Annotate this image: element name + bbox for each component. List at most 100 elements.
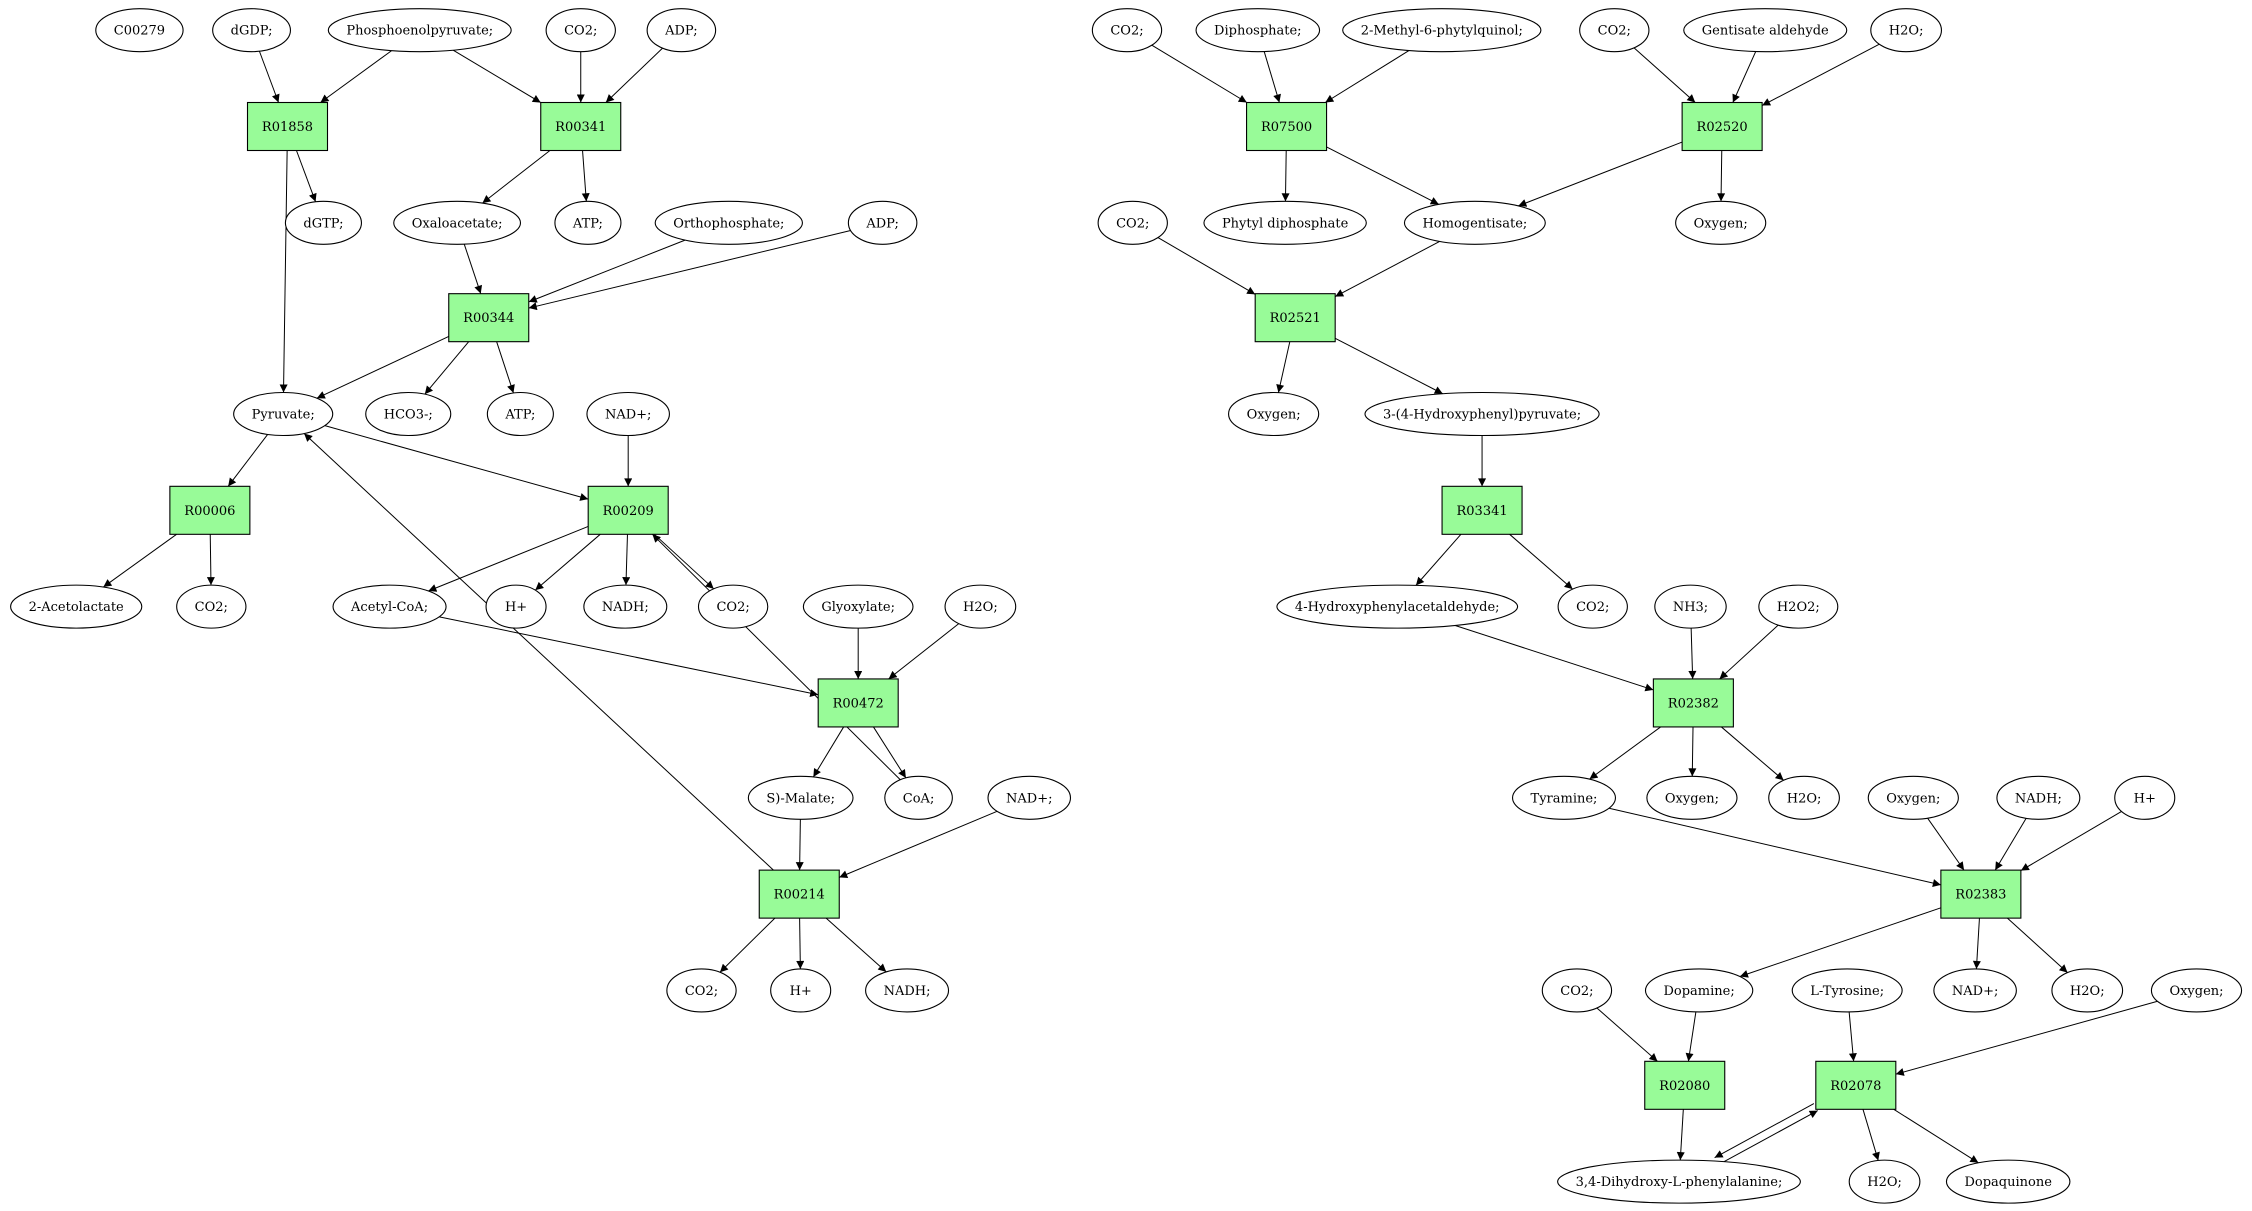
reaction-node: R07500 (1246, 101, 1328, 152)
edge-arrow (1518, 141, 1683, 207)
node-label: 2-Methyl-6-phytylquinol; (1361, 24, 1523, 39)
compound-ellipse (586, 391, 670, 437)
compound-ellipse (393, 200, 522, 245)
compound-ellipse (944, 584, 1017, 629)
reaction-node: R00472 (817, 678, 899, 728)
edge-arrow (528, 230, 851, 311)
edge-arrow (1589, 726, 1661, 780)
edge-arrow (496, 341, 515, 394)
compound-ellipse (1867, 775, 1959, 820)
node-label: HCO3-; (384, 408, 433, 423)
compound-node: Oxaloacetate; (393, 200, 522, 245)
compound-ellipse (365, 391, 452, 437)
compound-node: 2-Acetolactate (10, 584, 143, 629)
node-label: Oxygen; (1694, 216, 1748, 231)
compound-ellipse (485, 584, 547, 629)
node-label: Dopamine; (1663, 984, 1734, 999)
compound-node: 4-Hydroxyphenylacetaldehyde; (1276, 584, 1519, 629)
compound-ellipse (987, 775, 1072, 820)
compound-ellipse (802, 584, 914, 629)
compound-node: S)-Malate; (747, 775, 854, 820)
edge-arrow (888, 623, 960, 680)
compound-node: Tyramine; (1511, 775, 1617, 820)
compound-node: Dopaquinone (1945, 1159, 2071, 1204)
edge-arrow (2020, 811, 2122, 872)
edge-arrow (1994, 818, 2027, 871)
compound-node: NADH; (865, 968, 950, 1013)
edge-arrow (839, 810, 998, 878)
edge-arrow (1688, 726, 1697, 777)
compound-ellipse (2150, 968, 2243, 1013)
edge-arrow (1633, 47, 1696, 103)
compound-ellipse (486, 391, 554, 437)
compound-ellipse (884, 775, 953, 820)
node-label: Oxaloacetate; (412, 216, 503, 231)
edge-arrow (795, 819, 804, 871)
edge-arrow (463, 244, 483, 294)
edge-arrow (1717, 150, 1726, 202)
node-label: CoA; (903, 791, 935, 806)
edge-arrow (1761, 43, 1880, 107)
node-label: CO2; (1116, 216, 1149, 231)
compound-ellipse (1511, 775, 1617, 820)
reaction-box (758, 869, 840, 919)
edge-arrow (452, 49, 542, 104)
compound-node: Dopamine; (1644, 968, 1754, 1013)
node-label: R00006 (184, 504, 235, 519)
edge-arrow (1326, 146, 1440, 205)
node-label: Orthophosphate; (673, 216, 784, 231)
compound-node: CoA; (884, 775, 953, 820)
reaction-node: R01858 (246, 101, 329, 152)
edge-arrow (1509, 533, 1573, 590)
compound-node: Phosphoenolpyruvate; (327, 8, 512, 53)
reaction-box (448, 293, 530, 343)
node-label: H2O2; (1777, 600, 1820, 615)
reaction-node: R02078 (1815, 1060, 1897, 1110)
edge-arrow (1862, 1109, 1880, 1161)
compound-node: ATP; (486, 391, 554, 437)
edge-arrow (1324, 50, 1410, 103)
compound-ellipse (1195, 8, 1321, 53)
node-label: CO2; (195, 600, 228, 615)
node-label: NADH; (884, 984, 931, 999)
compound-node: Oxygen; (1867, 775, 1959, 820)
edge-arrow (1415, 533, 1462, 586)
node-label: R07500 (1261, 120, 1312, 135)
compound-node: H2O; (1870, 8, 1943, 53)
edge-arrow (424, 341, 470, 395)
compound-node: NAD+; (586, 391, 670, 437)
edge-arrow (295, 150, 317, 202)
edge-arrow (1676, 1109, 1685, 1161)
reaction-node: R00344 (448, 293, 530, 343)
reaction-node: R00341 (540, 101, 622, 152)
compound-ellipse (176, 584, 247, 629)
compound-node: Oxygen; (1646, 775, 1738, 820)
compound-ellipse (1203, 200, 1367, 245)
compound-node: Diphosphate; (1195, 8, 1321, 53)
edge-arrow (316, 335, 449, 399)
edge-arrow (1972, 918, 1981, 969)
reaction-box (1254, 293, 1336, 343)
edge-arrow (873, 726, 907, 779)
node-label: R03341 (1456, 504, 1507, 519)
edge-arrow (1685, 1011, 1697, 1062)
edge-arrow (1895, 1000, 2158, 1076)
compound-ellipse (2114, 775, 2176, 820)
node-label: dGDP; (231, 24, 273, 39)
edge-arrow (1263, 51, 1281, 103)
compound-ellipse (332, 584, 447, 629)
compound-node: H2O; (1768, 775, 1840, 820)
reaction-box (169, 485, 251, 535)
compound-node: CO2; (697, 584, 769, 629)
reaction-node: R02383 (1940, 869, 2022, 919)
compound-node: Homogentisate; (1403, 200, 1546, 245)
edge-arrow (482, 150, 551, 204)
edge-arrow (1721, 726, 1784, 781)
compound-ellipse (847, 200, 918, 245)
node-label: H+ (505, 600, 527, 615)
edge-arrow (1334, 337, 1443, 395)
node-label: NAD+; (1006, 791, 1052, 806)
node-label: Oxygen; (1247, 408, 1301, 423)
